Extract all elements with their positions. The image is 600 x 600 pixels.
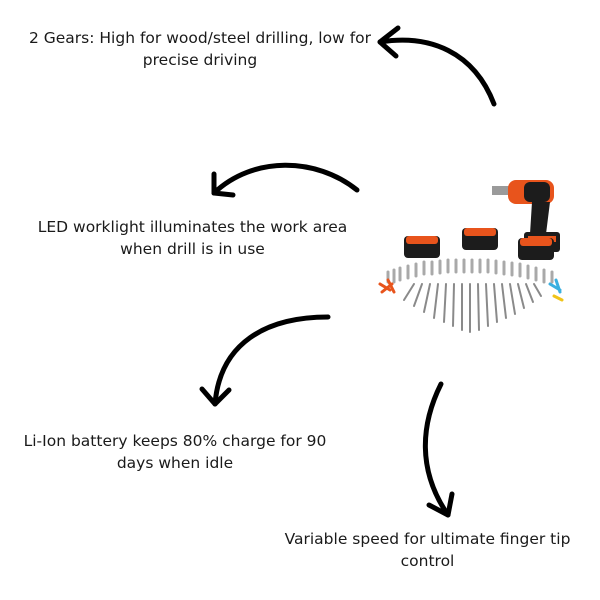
feature-caption-led-worklight: LED worklight illuminates the work area … (37, 218, 348, 258)
battery-icon (404, 228, 554, 260)
cordless-drill-kit-image (378, 180, 564, 333)
accessory-bits-icon (378, 258, 564, 333)
curved-arrow-icon (422, 381, 455, 518)
feature-caption-variable-speed: Variable speed for ultimate finger tip c… (284, 530, 571, 570)
curved-arrow-icon (377, 25, 497, 107)
feature-caption-gears: 2 Gears: High for wood/steel drilling, l… (28, 29, 372, 69)
curved-arrow-icon (211, 162, 360, 198)
curved-arrow-icon (199, 314, 331, 407)
feature-caption-battery: Li-Ion battery keeps 80% charge for 90 d… (23, 432, 327, 472)
